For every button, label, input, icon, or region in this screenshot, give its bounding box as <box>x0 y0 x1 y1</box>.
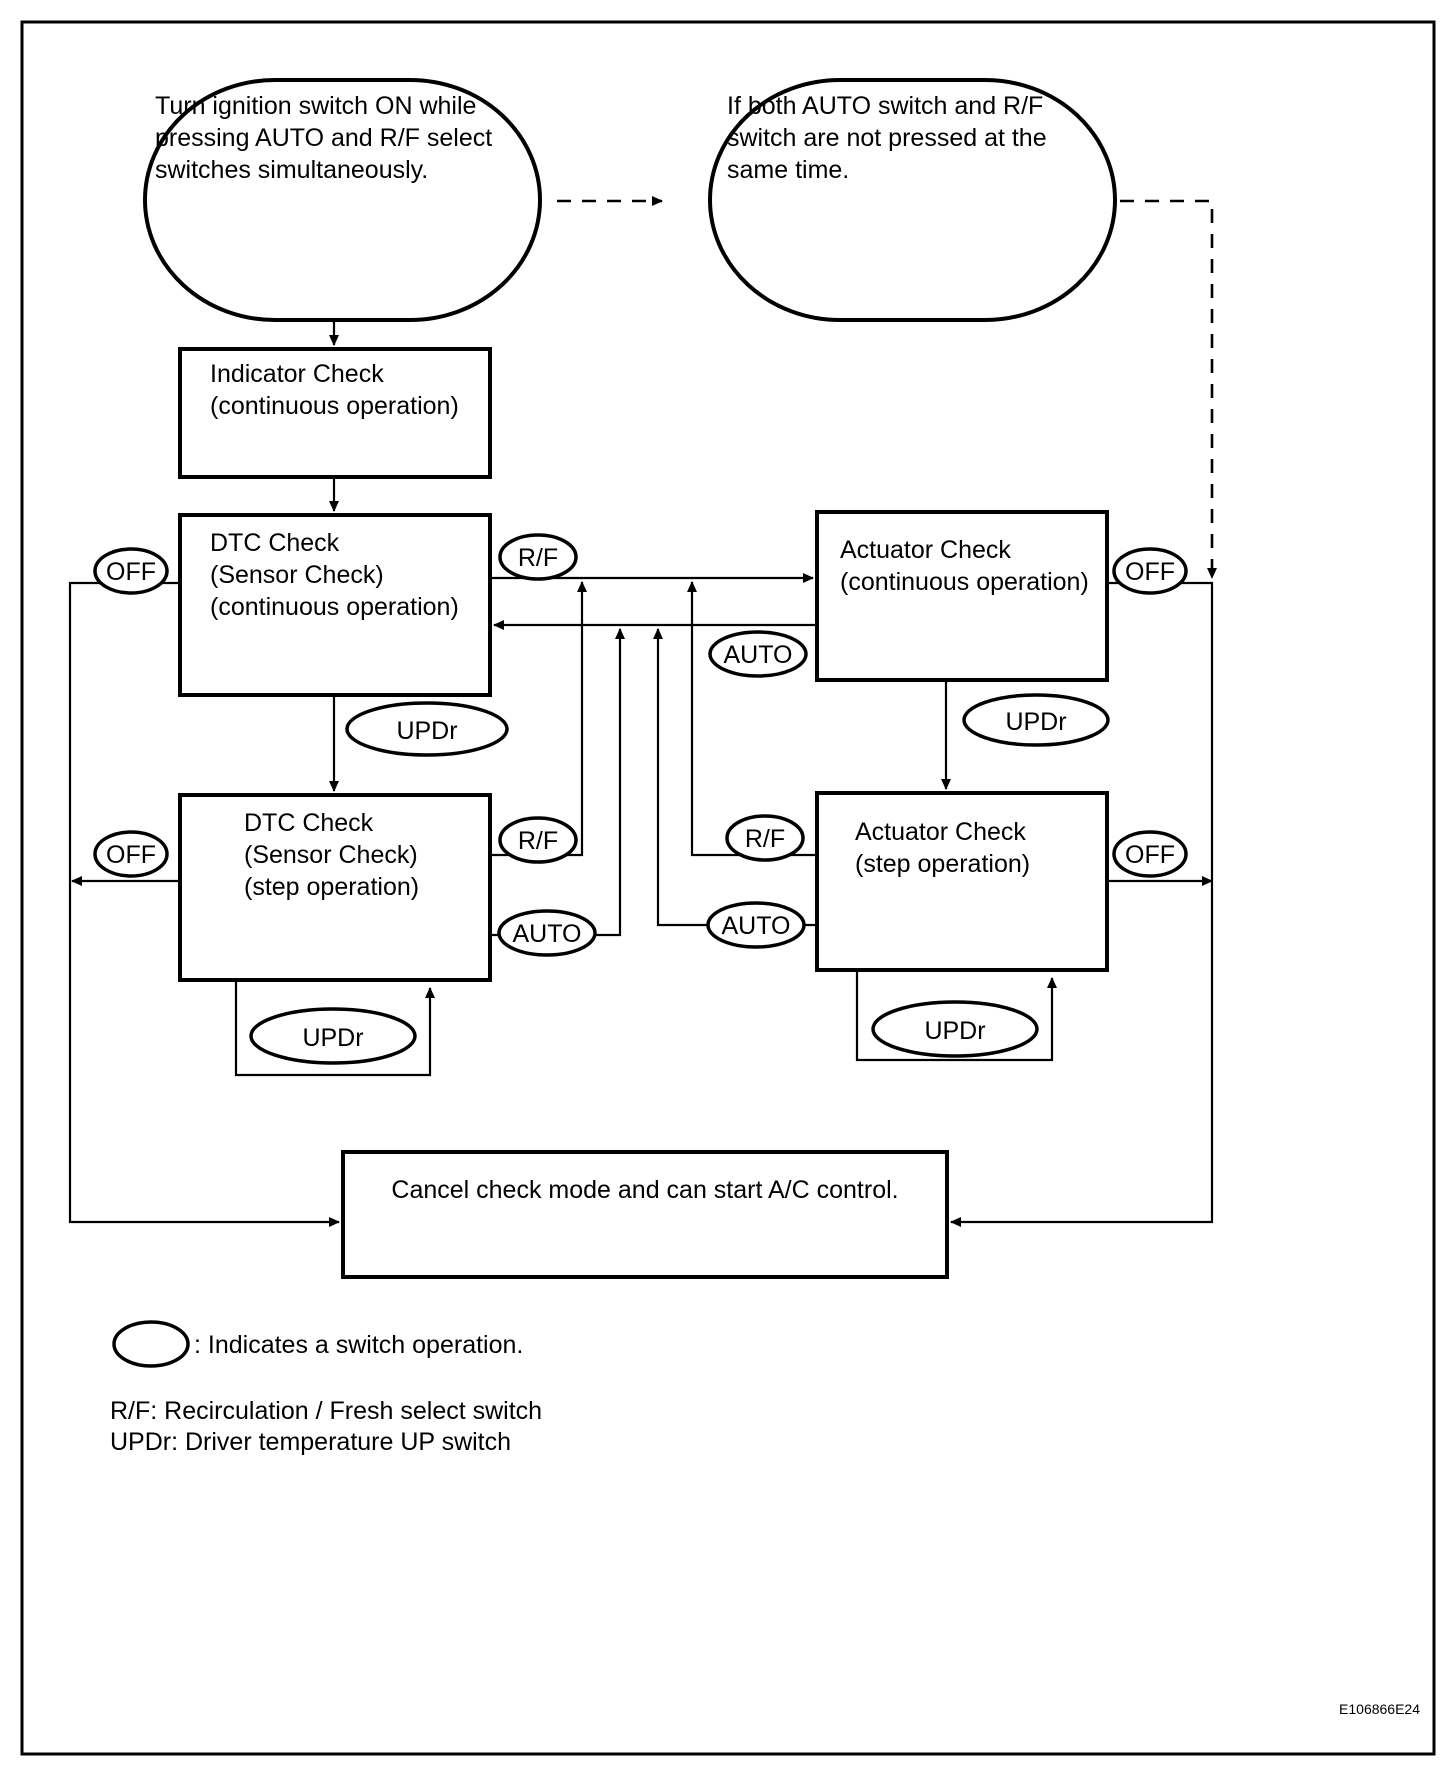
box-actuator-check-continuous: Actuator Check (continuous operation) <box>815 510 1109 682</box>
switch-pill-auto-dtc-step: AUTO <box>497 909 597 957</box>
loop-actuator-step-updr <box>855 970 1057 1062</box>
box-actuator-check-step: Actuator Check (step operation) <box>815 791 1109 972</box>
pill-label-auto-1: AUTO <box>724 641 793 669</box>
actuator-continuous-line-2: (continuous operation) <box>840 568 1089 596</box>
terminal-not-pressed-line-2: switch are not pressed at the <box>727 124 1047 152</box>
loop-dtc-step-updr <box>234 980 435 1077</box>
pill-label-updr-3: UPDr <box>302 1024 363 1052</box>
switch-pill-updr-actuator-continuous: UPDr <box>962 693 1110 747</box>
box-cancel-check-mode: Cancel check mode and can start A/C cont… <box>341 1150 949 1279</box>
legend-ellipse-note: : Indicates a switch operation. <box>194 1331 523 1359</box>
box-dtc-check-continuous: DTC Check (Sensor Check) (continuous ope… <box>178 513 492 697</box>
cancel-check-mode-line-1: Cancel check mode and can start A/C cont… <box>391 1176 898 1204</box>
pill-label-auto-3: AUTO <box>722 912 791 940</box>
terminal-start: Turn ignition switch ON while pressing A… <box>143 78 542 322</box>
terminal-not-pressed: If both AUTO switch and R/F switch are n… <box>708 78 1117 322</box>
actuator-step-line-2: (step operation) <box>855 850 1030 878</box>
pill-label-auto-2: AUTO <box>513 920 582 948</box>
switch-pill-rf-dtc-step: R/F <box>498 816 578 864</box>
link-dtc-step-to-dtc-cont <box>490 628 625 937</box>
dtc-continuous-line-1: DTC Check <box>210 529 340 557</box>
box-indicator-check: Indicator Check (continuous operation) <box>178 347 492 479</box>
box-dtc-check-step: DTC Check (Sensor Check) (step operation… <box>178 793 492 982</box>
switch-pill-off-dtc-step: OFF <box>93 830 169 878</box>
switch-pill-off-actuator-step: OFF <box>1112 830 1188 878</box>
switch-pill-updr-dtc-step: UPDr <box>249 1007 417 1065</box>
terminal-start-line-3: switches simultaneously. <box>155 156 428 184</box>
indicator-check-line-2: (continuous operation) <box>210 392 459 420</box>
switch-pill-rf-actuator-step: R/F <box>725 814 805 862</box>
switch-pill-auto-actuator-continuous: AUTO <box>708 630 808 678</box>
indicator-check-line-1: Indicator Check <box>210 360 384 388</box>
legend-switch-ellipse: : Indicates a switch operation. <box>112 1320 523 1368</box>
pill-label-off-1: OFF <box>106 558 156 586</box>
dtc-step-line-3: (step operation) <box>244 873 419 901</box>
pill-label-rf-1: R/F <box>518 544 558 572</box>
page-frame <box>20 20 1436 1756</box>
switch-pill-updr-dtc-continuous: UPDr <box>345 701 509 757</box>
legend-abbrev-updr: UPDr: Driver temperature UP switch <box>110 1428 511 1456</box>
terminal-start-line-2: pressing AUTO and R/F select <box>155 124 492 152</box>
pill-label-updr-2: UPDr <box>1005 708 1066 736</box>
pill-label-updr-4: UPDr <box>924 1017 985 1045</box>
switch-pill-auto-actuator-step: AUTO <box>706 901 806 949</box>
pill-label-off-2: OFF <box>1125 558 1175 586</box>
actuator-continuous-line-1: Actuator Check <box>840 536 1011 564</box>
terminal-start-line-1: Turn ignition switch ON while <box>155 92 476 120</box>
pill-label-off-4: OFF <box>1125 841 1175 869</box>
dtc-continuous-line-3: (continuous operation) <box>210 593 459 621</box>
switch-pill-off-actuator-continuous: OFF <box>1112 547 1188 595</box>
pill-label-rf-2: R/F <box>518 827 558 855</box>
dtc-step-line-1: DTC Check <box>244 809 374 837</box>
pill-label-off-3: OFF <box>106 841 156 869</box>
switch-pill-off-dtc-continuous: OFF <box>93 547 169 595</box>
terminal-not-pressed-line-3: same time. <box>727 156 849 184</box>
switch-pill-updr-actuator-step: UPDr <box>871 1000 1039 1058</box>
reference-code: E106866E24 <box>1339 1701 1420 1717</box>
pill-label-updr-1: UPDr <box>396 717 457 745</box>
terminal-not-pressed-line-1: If both AUTO switch and R/F <box>727 92 1043 120</box>
link-actuator-step-to-actuator-cont <box>687 581 817 857</box>
actuator-step-line-1: Actuator Check <box>855 818 1026 846</box>
pill-label-rf-3: R/F <box>745 825 785 853</box>
dtc-continuous-line-2: (Sensor Check) <box>210 561 384 589</box>
link-dtc-step-to-actuator-cont <box>490 581 587 857</box>
dtc-step-line-2: (Sensor Check) <box>244 841 418 869</box>
switch-pill-rf-dtc-continuous: R/F <box>498 533 578 581</box>
dashed-not-pressed-to-actuator <box>1120 199 1217 579</box>
legend-abbrev-rf: R/F: Recirculation / Fresh select switch <box>110 1397 542 1425</box>
